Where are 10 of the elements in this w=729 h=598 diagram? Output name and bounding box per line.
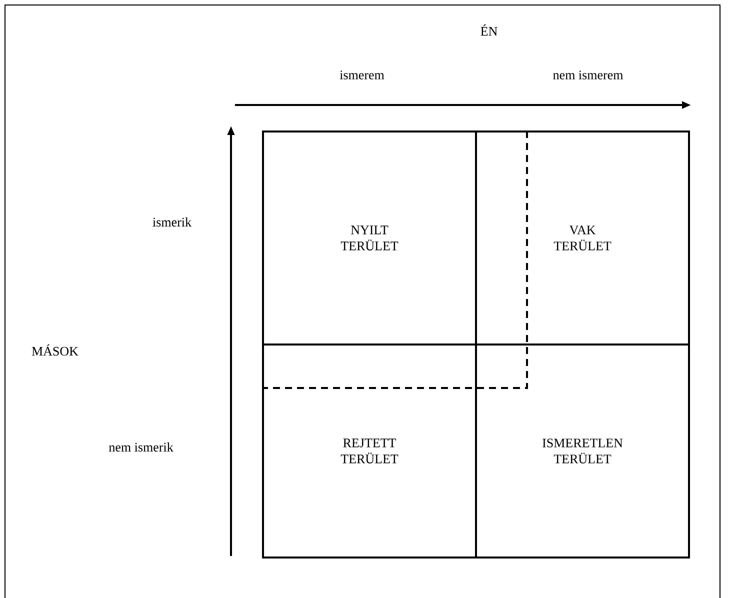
quadrant-box: ISMERETLEN TERÜLET <box>475 344 690 558</box>
axis-label: ÉN <box>480 24 498 36</box>
axis-label: nem ismerik <box>108 442 174 452</box>
axis-label: MÁSOK <box>32 344 78 356</box>
axis-label: ismerik <box>152 217 192 227</box>
quadrant-box: REJTETT TERÜLET <box>262 344 477 558</box>
quadrant-box: VAK TERÜLET <box>475 130 690 346</box>
quadrant-box: NYILT TERÜLET <box>262 130 477 346</box>
axis-label: ismerem <box>340 70 384 80</box>
axis-label: nem ismerem <box>553 70 623 80</box>
